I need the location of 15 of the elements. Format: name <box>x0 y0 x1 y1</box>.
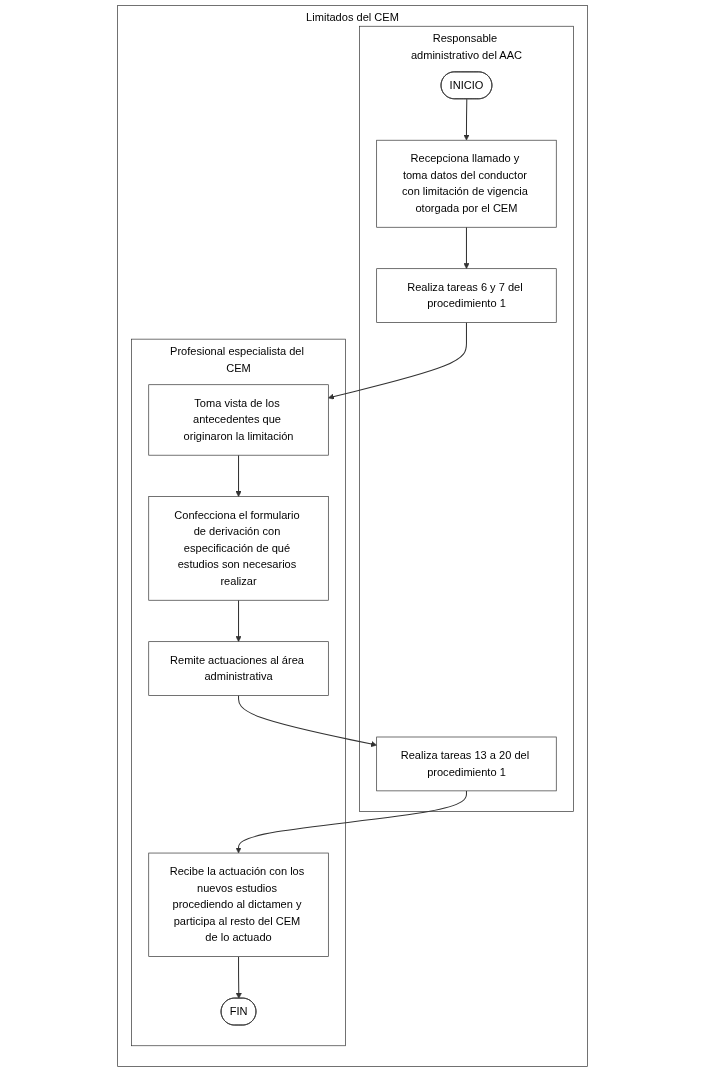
node-box: Realiza tareas 6 y 7 del procedimiento 1 <box>376 268 557 323</box>
node-box: Recepciona llamado y toma datos del conductor con limitación de vigencia otorgada por el CEM <box>376 139 557 228</box>
arrow <box>235 454 242 497</box>
arrow <box>238 695 377 747</box>
arrow <box>235 599 242 642</box>
arrow <box>328 322 467 400</box>
node-box: Recibe la actuación con los nuevos estudios procediendo al dictamen y participa al resto del CEM de lo actuado <box>148 852 329 957</box>
arrow <box>463 226 470 269</box>
arrow <box>463 98 470 141</box>
node-box: Remite actuaciones al área administrativa <box>148 641 329 696</box>
node-box: Realiza tareas 13 a 20 del procedimiento 1 <box>376 736 557 792</box>
arrow <box>235 956 242 999</box>
node-box: Toma vista de los antecedentes que originaron la limitación <box>148 384 329 456</box>
node-box: Confecciona el formulario de derivación con especificación de qué estudios son necesarios realizar <box>148 496 329 601</box>
arrow <box>235 790 467 854</box>
